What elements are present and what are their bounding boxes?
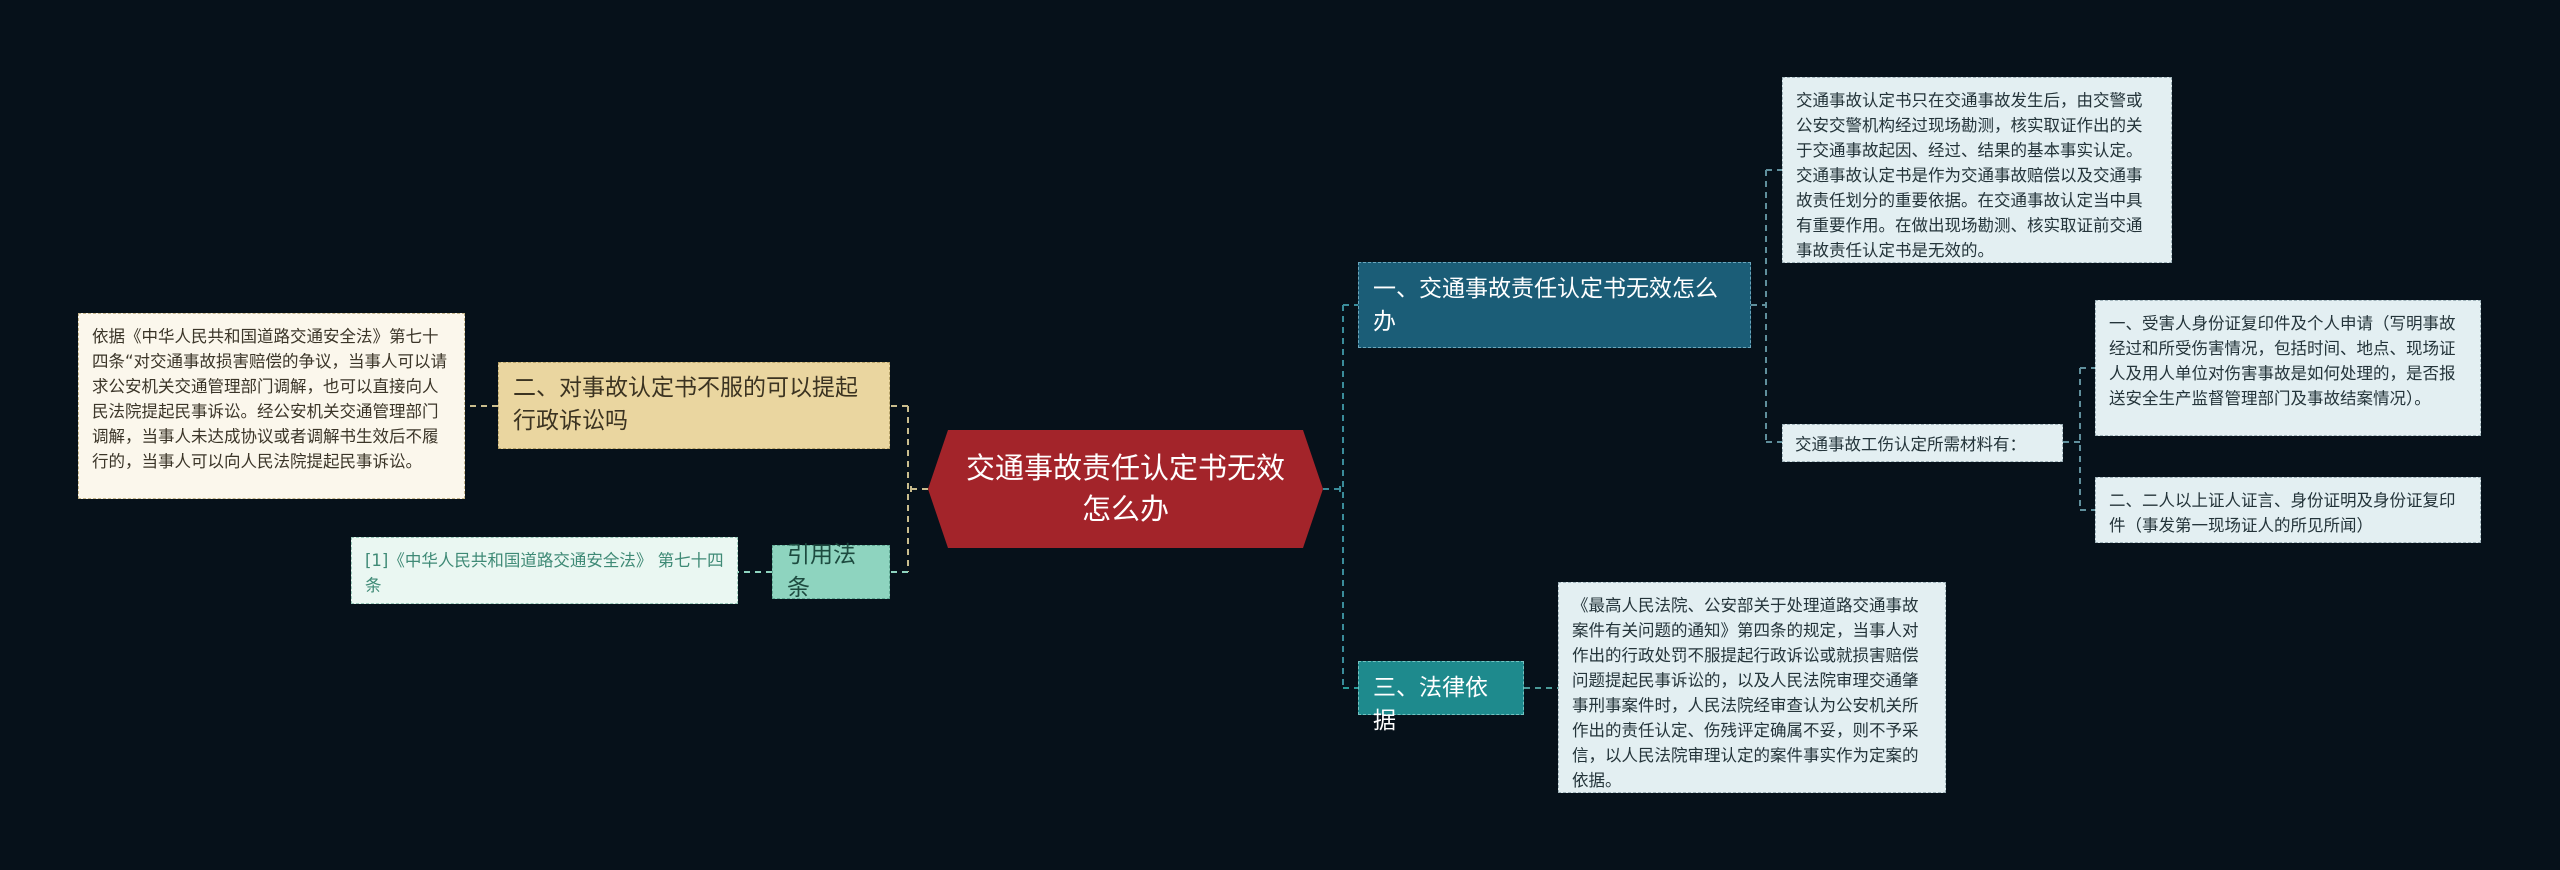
branch-2-leaf-text: 依据《中华人民共和国道路交通安全法》第七十四条“对交通事故损害赔偿的争议，当事人…	[92, 327, 448, 471]
branch-3-topic[interactable]: 三、法律依据	[1358, 661, 1524, 734]
branch-1-sub-label: 交通事故工伤认定所需材料有：	[1795, 435, 2026, 454]
branch-1-sub-item-2[interactable]: 二、二人以上证人证言、身份证明及身份证复印件（事发第一现场证人的所见所闻）	[2095, 477, 2481, 543]
branch-4-leaf-text: [1]《中华人民共和国道路交通安全法》 第七十四条	[365, 551, 724, 595]
branch-1-sub-item-2-text: 二、二人以上证人证言、身份证明及身份证复印件（事发第一现场证人的所见所闻）	[2109, 491, 2456, 535]
branch-4-topic[interactable]: 引用法条	[772, 542, 890, 601]
branch-1-title: 一、交通事故责任认定书无效怎么办	[1373, 276, 1718, 335]
branch-3-title: 三、法律依据	[1373, 675, 1488, 734]
branch-4-leaf[interactable]: [1]《中华人民共和国道路交通安全法》 第七十四条	[351, 537, 738, 604]
branch-1-sub-topic[interactable]: 交通事故工伤认定所需材料有：	[1782, 424, 2063, 462]
branch-2-topic[interactable]: 二、对事故认定书不服的可以提起行政诉讼吗	[498, 362, 890, 449]
branch-1-leaf[interactable]: 交通事故认定书只在交通事故发生后，由交警或公安交警机构经过现场勘测，核实取证作出…	[1782, 77, 2172, 263]
branch-1-sub-item-1[interactable]: 一、受害人身份证复印件及个人申请（写明事故经过和所受伤害情况，包括时间、地点、现…	[2095, 300, 2481, 436]
branch-3-leaf[interactable]: 《最高人民法院、公安部关于处理道路交通事故案件有关问题的通知》第四条的规定，当事…	[1558, 582, 1946, 793]
branch-2-title: 二、对事故认定书不服的可以提起行政诉讼吗	[513, 375, 858, 434]
branch-1-sub-item-1-text: 一、受害人身份证复印件及个人申请（写明事故经过和所受伤害情况，包括时间、地点、现…	[2109, 314, 2456, 408]
root-title: 交通事故责任认定书无效怎么办	[965, 451, 1285, 526]
branch-3-leaf-text: 《最高人民法院、公安部关于处理道路交通事故案件有关问题的通知》第四条的规定，当事…	[1572, 596, 1919, 790]
branch-1-topic[interactable]: 一、交通事故责任认定书无效怎么办	[1358, 262, 1751, 348]
branch-4-title: 引用法条	[787, 542, 856, 601]
root-topic[interactable]: 交通事故责任认定书无效怎么办	[928, 430, 1323, 548]
branch-1-leaf-text: 交通事故认定书只在交通事故发生后，由交警或公安交警机构经过现场勘测，核实取证作出…	[1796, 91, 2143, 260]
branch-2-leaf[interactable]: 依据《中华人民共和国道路交通安全法》第七十四条“对交通事故损害赔偿的争议，当事人…	[78, 313, 465, 499]
